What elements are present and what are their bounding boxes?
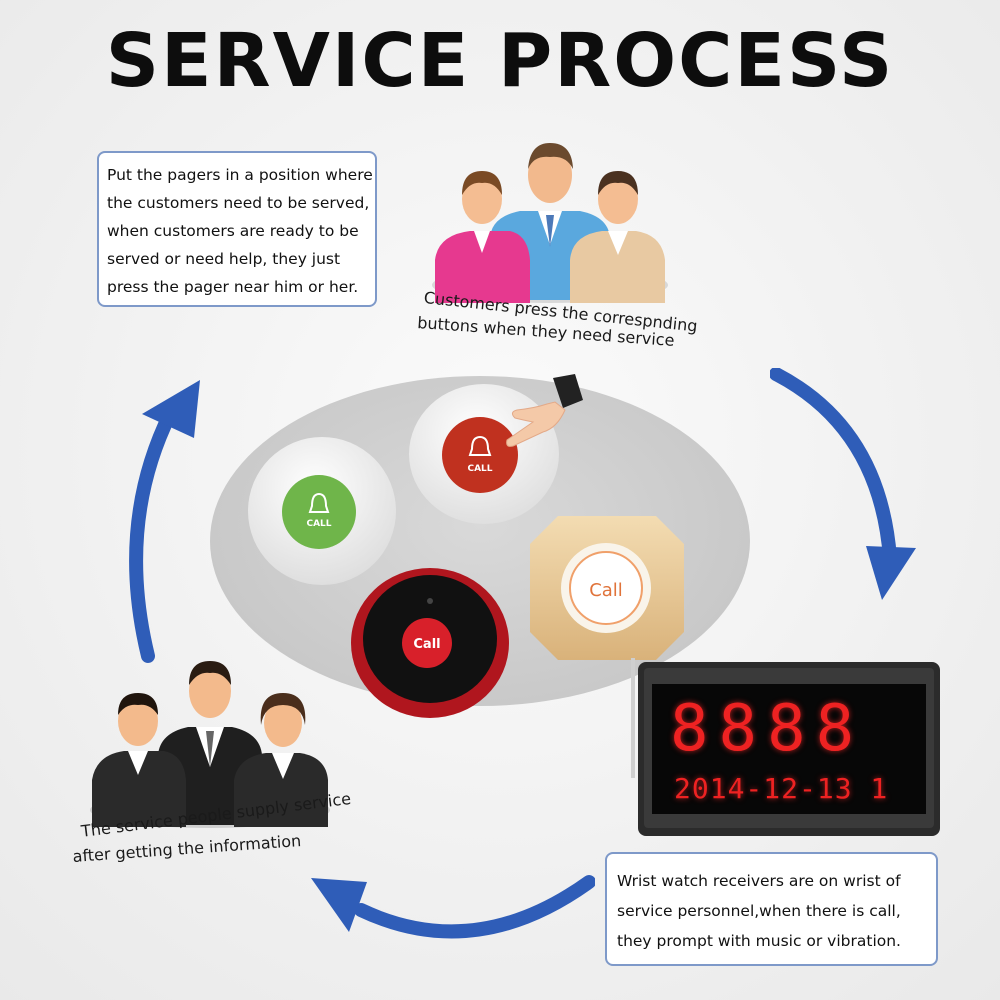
arrow-top-right-icon <box>770 368 916 600</box>
green-call-pager-icon: CALL <box>248 437 396 585</box>
receiver-display-unit: 8888 2014-12-13 1 <box>631 658 940 836</box>
note-line: press the pager near him or her. <box>107 278 359 296</box>
service-staff-group-icon <box>90 661 330 828</box>
display-top-digits: 8888 <box>670 692 865 766</box>
customers-group-icon <box>432 143 668 303</box>
page-title: SERVICE PROCESS <box>105 18 895 104</box>
black-call-pager-icon: Call <box>351 568 509 718</box>
note-line: Wrist watch receivers are on wrist of <box>617 872 901 890</box>
note-line: service personnel,when there is call, <box>617 902 901 920</box>
display-bottom-digits: 2014-12-13 1 <box>674 772 889 805</box>
arrow-left-up-icon <box>129 380 200 663</box>
note-line: they prompt with music or vibration. <box>617 932 901 950</box>
note-line: when customers are ready to be <box>107 222 359 240</box>
arrow-bottom-left-icon <box>311 875 595 939</box>
instruction-note-top: Put the pagers in a position where the c… <box>97 151 377 307</box>
display-housing-icon <box>638 662 940 836</box>
black-pager-label: Call <box>413 637 440 652</box>
note-line: served or need help, they just <box>107 250 341 268</box>
green-pager-label: CALL <box>306 519 331 529</box>
note-line: Put the pagers in a position where <box>107 166 373 184</box>
instruction-note-bottom: Wrist watch receivers are on wrist of se… <box>605 852 938 966</box>
gold-call-pager-icon: Call <box>530 516 684 660</box>
gold-pager-label: Call <box>589 580 623 601</box>
note-line: the customers need to be served, <box>107 194 370 212</box>
antenna-icon <box>631 658 635 778</box>
pointing-hand-icon <box>506 374 583 447</box>
red-pager-label: CALL <box>467 464 492 474</box>
